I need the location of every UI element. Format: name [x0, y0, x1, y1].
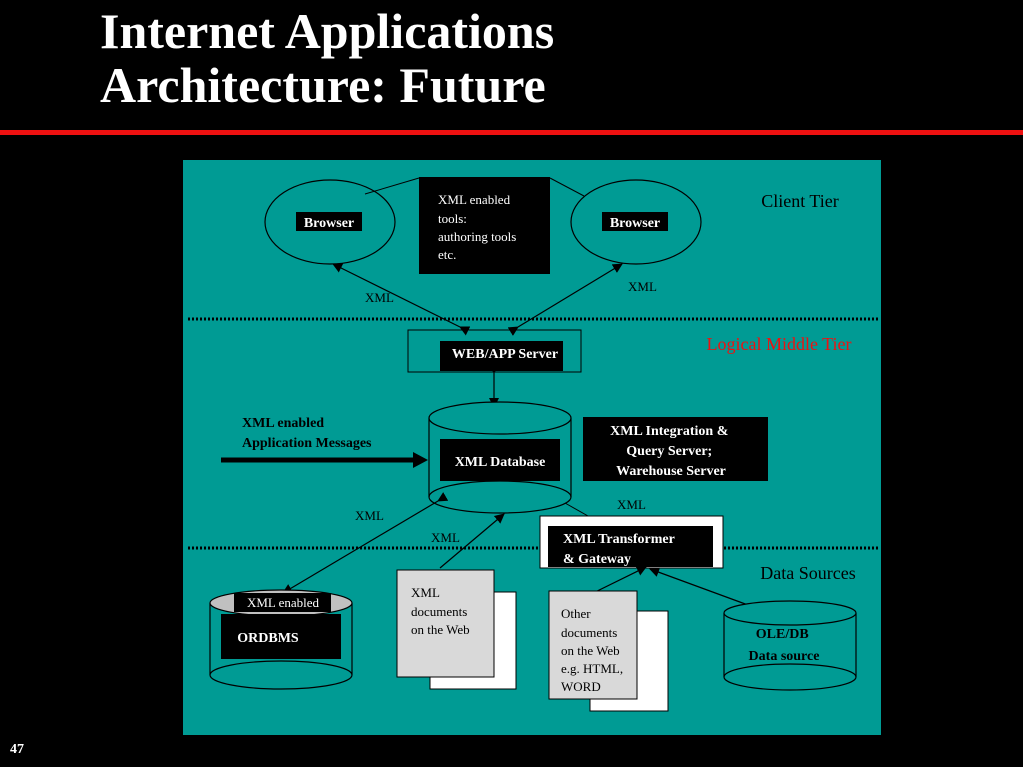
middle-tier-label: Logical Middle Tier: [707, 334, 852, 354]
slide-title: Internet Applications Architecture: Futu…: [100, 4, 554, 112]
xml-docs-front-page: [396, 569, 495, 678]
browser-right-label: Browser: [610, 216, 660, 231]
oledb-rim: [723, 663, 857, 678]
browser-right-box: [602, 212, 668, 231]
xml-docs-label: XML documents on the Web: [411, 585, 471, 637]
title-rule: [0, 130, 1023, 135]
xml-tools-text: XML enabled tools: authoring tools etc.: [438, 192, 520, 262]
xml-label-transformer: XML: [617, 497, 646, 512]
xml-tools-box: [419, 177, 550, 274]
integration-server-box: [583, 417, 768, 481]
xml-label-browser-left: XML: [365, 290, 394, 305]
data-sources-label: Data Sources: [760, 563, 855, 583]
browser-left-box: [296, 212, 362, 231]
xml-label-docs: XML: [431, 530, 460, 545]
connector-database-transformer: [564, 502, 589, 517]
title-line-1: Internet Applications: [100, 3, 555, 59]
arrow-docs-database: [439, 513, 505, 569]
browser-left-ellipse: [264, 179, 396, 265]
web-app-server-label: WEB/APP Server: [452, 347, 558, 362]
xml-label-browser-right: XML: [628, 279, 657, 294]
arrow-web-browser-right: [507, 263, 623, 336]
xml-label-ordbms: XML: [355, 508, 384, 523]
ordbms-tag-label: XML enabled: [247, 595, 320, 610]
arrow-web-browser-left: [332, 263, 471, 336]
other-docs-front-page: [548, 590, 638, 700]
browser-left-label: Browser: [304, 216, 354, 231]
browser-right-ellipse: [570, 179, 702, 265]
client-tier-label: Client Tier: [761, 191, 839, 211]
web-app-server-box: [440, 341, 563, 371]
arrow-database-ordbms: [282, 492, 449, 594]
connector-right-browser-tools: [549, 177, 585, 197]
xml-database-top: [428, 401, 572, 435]
transformer-label: XML Transformer & Gateway: [563, 532, 678, 567]
title-line-2: Architecture: Future: [100, 57, 546, 113]
oledb-cylinder: [723, 613, 857, 691]
integration-server-label: XML Integration & Query Server; Warehous…: [610, 424, 732, 479]
ordbms-label: ORDBMS: [237, 631, 299, 646]
ordbms-tag-box: [234, 593, 331, 612]
arrow-oledb-transformer: [649, 567, 749, 606]
app-messages-arrow-head: [413, 452, 428, 468]
transformer-box: [548, 526, 713, 567]
page-number: 47: [10, 742, 24, 757]
xml-database-label: XML Database: [455, 455, 546, 470]
ordbms-box: [221, 614, 341, 659]
oledb-top: [723, 600, 857, 626]
ordbms-rim: [209, 660, 353, 676]
other-docs-label: Other documents on the Web e.g. HTML, WO…: [561, 606, 626, 694]
oledb-label: OLE/DB Data source: [749, 627, 820, 664]
app-messages-label: XML enabled Application Messages: [242, 416, 372, 451]
xml-database-box: [440, 439, 560, 481]
